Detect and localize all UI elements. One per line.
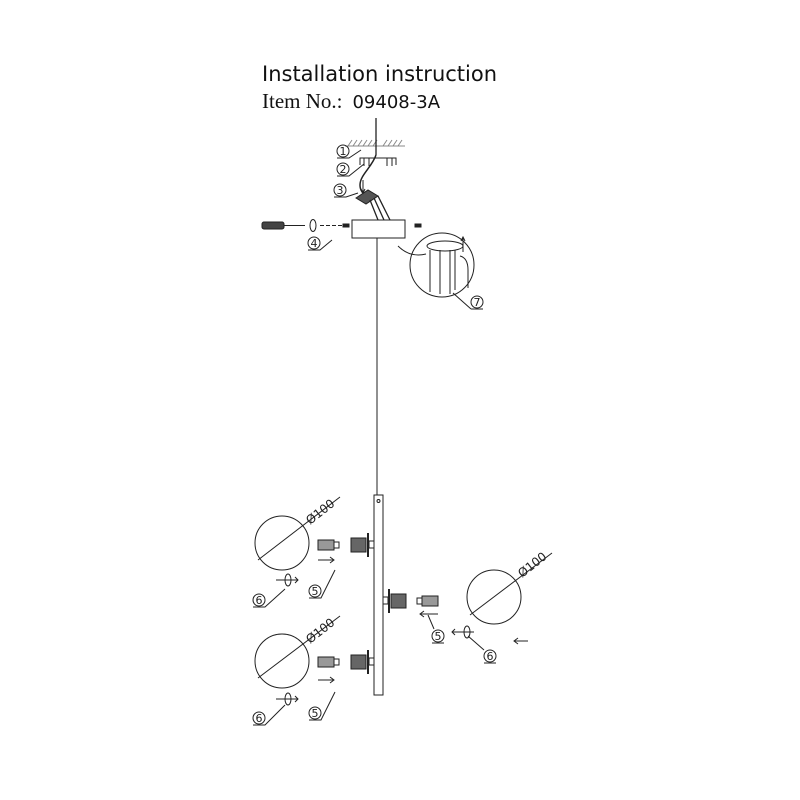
document-title: Installation instruction [262, 62, 498, 86]
screwdriver-icon [261, 219, 422, 232]
globe-left-top [254, 496, 341, 571]
canopy [351, 219, 406, 239]
dimension-label: Ø100 [303, 615, 337, 646]
svg-text:6: 6 [487, 650, 494, 663]
dimension-label: Ø100 [303, 496, 337, 527]
item-label: Item No.: [262, 89, 343, 113]
callout-1: 1 [336, 144, 362, 159]
svg-text:4: 4 [311, 237, 318, 250]
callout-2: 2 [336, 162, 365, 177]
callout-5: 5 [308, 569, 336, 599]
svg-text:5: 5 [435, 630, 442, 643]
globe-left-bottom [254, 615, 341, 689]
item-number-line: Item No.: 09408-3A [262, 89, 440, 114]
item-number: 09408-3A [352, 92, 441, 113]
rod-cap [376, 499, 381, 503]
svg-text:6: 6 [256, 712, 263, 725]
svg-text:6: 6 [256, 594, 263, 607]
svg-text:2: 2 [340, 163, 347, 176]
svg-text:7: 7 [474, 296, 481, 309]
socket-right [382, 589, 439, 618]
svg-text:3: 3 [337, 184, 344, 197]
callout-6: 6 [467, 635, 497, 664]
socket-left-top [317, 533, 375, 564]
callout-4: 4 [307, 236, 333, 251]
svg-text:5: 5 [312, 585, 319, 598]
dimension-label: Ø100 [515, 549, 549, 580]
terminal-block [355, 180, 391, 221]
vertical-rod [373, 494, 384, 696]
callout-3: 3 [333, 183, 359, 198]
svg-text:5: 5 [312, 707, 319, 720]
socket-left-bottom [317, 650, 375, 684]
callouts: 1 2 3 4 7 5 5 5 6 6 6 [252, 144, 497, 726]
svg-text:1: 1 [340, 145, 347, 158]
globe-right [466, 552, 553, 645]
callout-6: 6 [252, 704, 286, 726]
mounting-bracket [359, 157, 397, 166]
twist-arrows [276, 573, 474, 706]
callout-5: 5 [427, 614, 445, 644]
callout-5: 5 [308, 691, 336, 721]
callout-7: 7 [452, 292, 484, 310]
detail-magnifier [397, 232, 475, 298]
ceiling-hatch [345, 139, 405, 147]
callout-6: 6 [252, 588, 286, 608]
